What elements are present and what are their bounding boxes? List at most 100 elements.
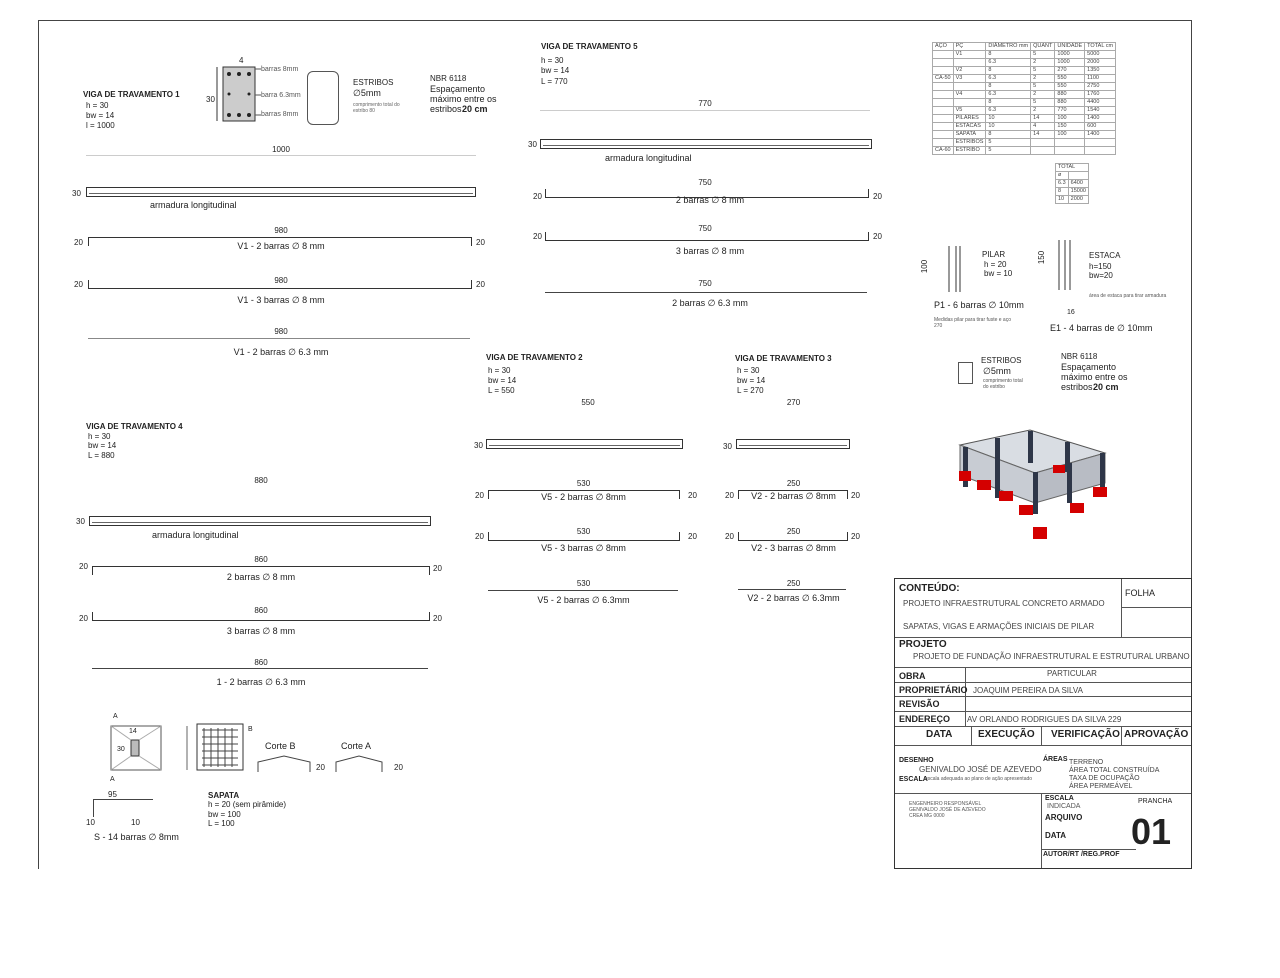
- projeto-label: PROJETO: [899, 639, 947, 650]
- table-cell: 6.3: [985, 74, 1032, 83]
- v3-bar1-hook-l: 20: [725, 491, 734, 500]
- table-cell: [932, 50, 954, 59]
- table-cell: V5: [952, 106, 987, 115]
- estribos2-esp: Espaçamento: [1061, 362, 1117, 372]
- estribos1-dia: ∅5mm: [353, 88, 381, 98]
- table-cell: 880: [1054, 90, 1086, 99]
- v1-l: l = 1000: [86, 121, 115, 130]
- th-unidade: UNIDADE: [1054, 42, 1086, 51]
- th-total: TOTAL cm: [1084, 42, 1117, 51]
- estribos2-pre: estribos: [1061, 382, 1093, 392]
- table-cell: ESTRIBO: [952, 146, 987, 155]
- table-cell: 880: [1054, 98, 1086, 107]
- data2-label: DATA: [1045, 831, 1067, 840]
- v5-bar2-hook-l: 20: [533, 232, 542, 241]
- prancha-number: 01: [1131, 811, 1172, 852]
- v4-bar1-caption: 2 barras ∅ 8 mm: [226, 572, 296, 582]
- table-cell: 550: [1054, 82, 1086, 91]
- sapata-dim-95: 95: [108, 790, 117, 799]
- th-quant: QUANT: [1030, 42, 1056, 51]
- v3-bar2-hook-r: 20: [851, 532, 860, 541]
- v1-len-top: 1000: [272, 145, 290, 154]
- v3-beam: [736, 439, 850, 449]
- v3-height-label: 30: [723, 442, 732, 451]
- estribos1-cm: 20 cm: [462, 104, 488, 114]
- table-cell: 1000: [1054, 58, 1086, 67]
- tb-col-verif: [1121, 726, 1122, 745]
- v2-bar1-hook-r: 20: [688, 491, 697, 500]
- table-cell: 2000: [1084, 58, 1117, 67]
- table-cell: V2: [952, 66, 987, 75]
- estribos1-pre: estribos: [430, 104, 462, 114]
- v4-bar2-caption: 3 barras ∅ 8 mm: [226, 626, 296, 636]
- v5-title: VIGA DE TRAVAMENTO 5: [541, 42, 638, 51]
- v3-bar3-caption: V2 - 2 barras ∅ 6.3mm: [747, 593, 840, 603]
- sapata-title: SAPATA: [208, 791, 240, 800]
- sapata-dim-14: 14: [129, 728, 137, 735]
- eng-line-1: ENGENHEIRO RESPONSÁVEL: [909, 801, 982, 807]
- v2-bar3-len: 530: [576, 579, 591, 588]
- area-permeavel: ÁREA PERMEÁVEL: [1069, 783, 1133, 790]
- proprietario-label: PROPRIETÁRIO: [899, 685, 968, 695]
- data-header: DATA: [926, 729, 953, 740]
- table-cell: 5000: [1084, 50, 1117, 59]
- v2-bar2-caption: V5 - 3 barras ∅ 8mm: [541, 543, 626, 553]
- totals-cell: 10: [1055, 195, 1069, 204]
- table-cell: 8: [985, 82, 1032, 91]
- v1-bar3-caption: V1 - 2 barras ∅ 6.3 mm: [233, 347, 329, 357]
- v1-bar1-caption: V1 - 2 barras ∅ 8 mm: [237, 241, 325, 251]
- v3-len-top: 270: [786, 398, 801, 407]
- v5-bar3: [545, 292, 867, 293]
- v5-bar2-hook-r: 20: [873, 232, 882, 241]
- section-width: 4: [239, 56, 244, 65]
- estaca-width: 16: [1067, 309, 1075, 316]
- v5-bar2-len: 750: [698, 224, 712, 233]
- v4-long-label: armadura longitudinal: [152, 530, 239, 540]
- table-cell: CA-60: [932, 146, 954, 155]
- totals-cell: 15000: [1067, 187, 1089, 196]
- table-cell: [932, 58, 954, 67]
- v4-h: h = 30: [88, 432, 111, 441]
- v2-bar1: [488, 490, 680, 499]
- sapata-bw: bw = 100: [208, 810, 241, 819]
- title-block: CONTEÚDO: PROJETO INFRAESTRUTURAL CONCRE…: [894, 578, 1192, 869]
- table-cell: 5: [985, 146, 1032, 155]
- table-cell: 1350: [1084, 66, 1117, 75]
- v3-bar1-hook-r: 20: [851, 491, 860, 500]
- v1-dim-line: [86, 155, 476, 156]
- conteudo-text-2: SAPATAS, VIGAS E ARMAÇÕES INICIAIS DE PI…: [903, 622, 1095, 631]
- table-cell: 6.3: [985, 58, 1032, 67]
- v4-bar1-hook-r: 20: [433, 564, 442, 573]
- table-cell: 14: [1030, 130, 1056, 139]
- v4-bar2: [92, 612, 430, 621]
- v4-bar3-caption: 1 - 2 barras ∅ 6.3 mm: [216, 677, 306, 687]
- pilar-estaca-drawing: [948, 240, 1071, 292]
- v1-bar2-hook-l: 20: [74, 280, 83, 289]
- v1-bar3: [88, 338, 470, 339]
- sapata-dim-30: 30: [117, 746, 125, 753]
- v5-len-top: 770: [698, 99, 712, 108]
- totals-cell: 6400: [1067, 179, 1089, 188]
- obra-label: OBRA: [899, 671, 926, 681]
- v1-bar2-caption: V1 - 3 barras ∅ 8 mm: [237, 295, 325, 305]
- estribos2-note: comprimento total do estribo: [983, 378, 1023, 390]
- estaca-h: h=150: [1089, 262, 1112, 271]
- v1-h: h = 30: [86, 101, 109, 110]
- tb-row-4: [895, 696, 1191, 697]
- v2-bw: bw = 14: [488, 376, 517, 385]
- table-cell: 100: [1054, 130, 1086, 139]
- th-diametro: DIÂMETRO mm: [985, 42, 1032, 51]
- tb-row-7: [895, 745, 1191, 746]
- stirrup2-shape: [958, 362, 973, 384]
- v5-beam: [540, 139, 872, 149]
- estribos1-max: máximo entre os: [430, 94, 497, 104]
- v4-bar2-len: 860: [254, 606, 268, 615]
- table-cell: [932, 90, 954, 99]
- totals-cell: 2000: [1067, 195, 1089, 204]
- area-construida: ÁREA TOTAL CONSTRUÍDA: [1069, 767, 1160, 774]
